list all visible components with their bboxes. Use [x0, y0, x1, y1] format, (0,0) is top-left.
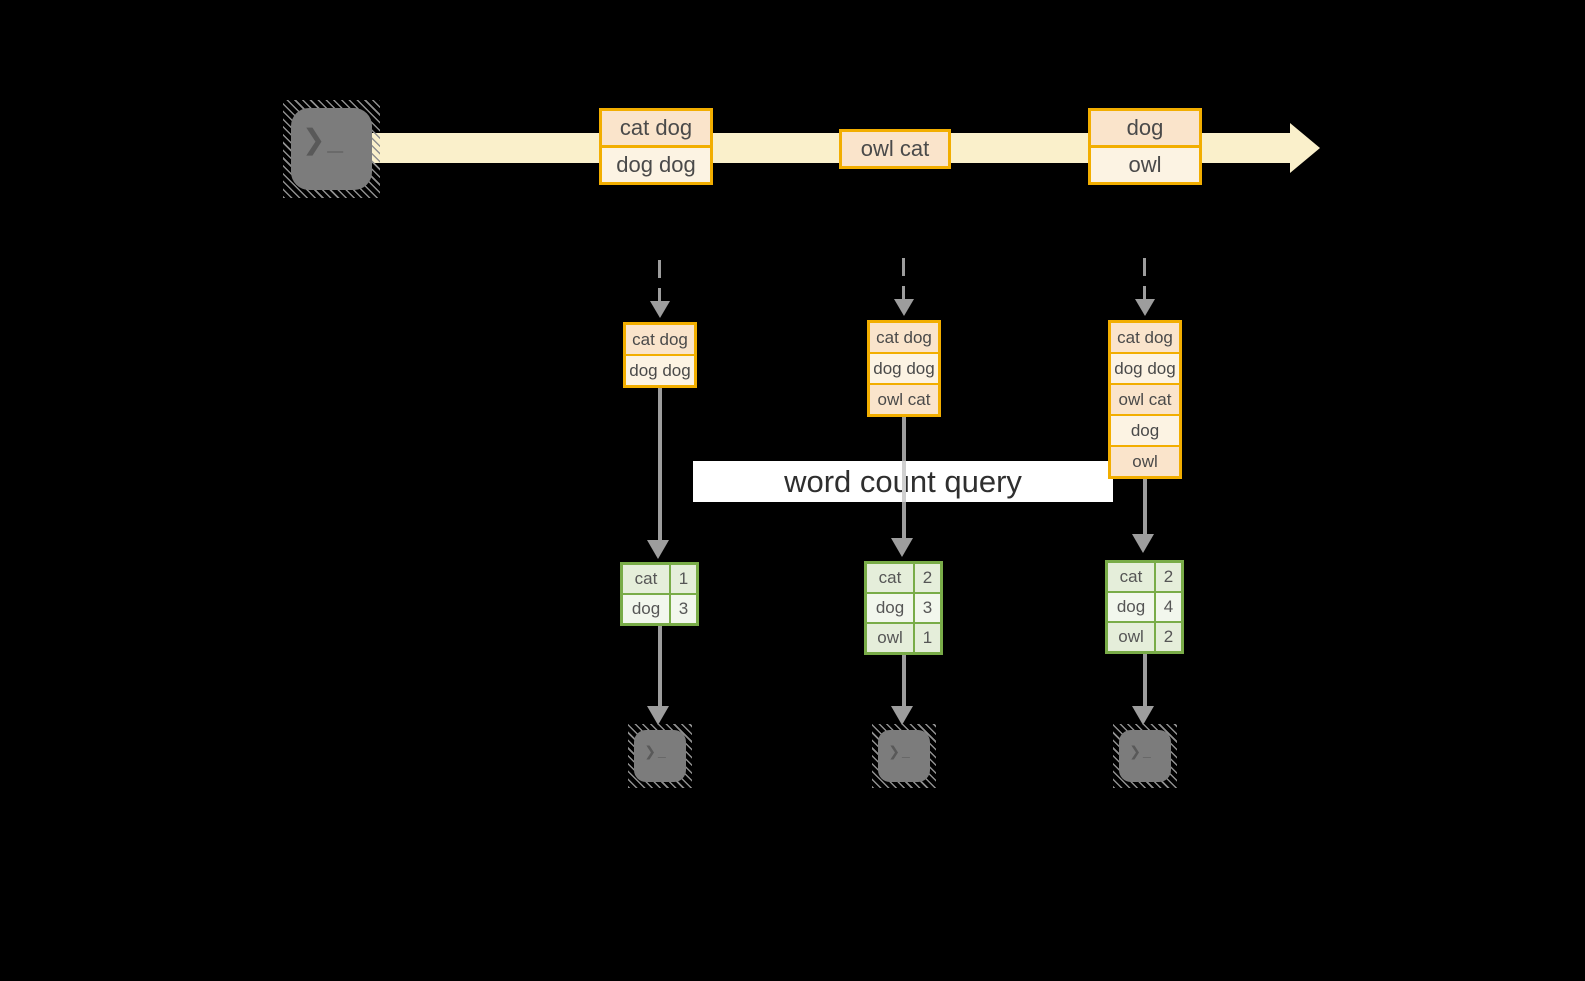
process-arrow: [658, 388, 662, 540]
consumer-terminal-icon: ❯_: [872, 724, 936, 788]
terminal-prompt-glyph: ❯_: [644, 742, 668, 759]
stream-record: cat dog: [602, 111, 710, 145]
stream-record: dog: [1091, 111, 1199, 145]
count-cell: 2: [915, 564, 940, 592]
count-cell: 2: [1156, 563, 1181, 591]
stream-record-batch: owl cat: [839, 129, 951, 169]
buffer-record: dog dog: [1111, 352, 1179, 383]
word-cell: cat: [1108, 563, 1156, 591]
count-cell: 3: [915, 594, 940, 622]
output-arrow: [658, 626, 662, 706]
terminal-prompt-glyph: ❯_: [888, 742, 912, 759]
word-cell: owl: [867, 624, 915, 652]
buffer-record: owl cat: [1111, 383, 1179, 414]
terminal-face: ❯_: [634, 730, 686, 782]
record-buffer: cat dog dog dog: [623, 322, 697, 388]
word-cell: dog: [623, 595, 671, 623]
buffer-record: dog: [1111, 414, 1179, 445]
count-row: dog 3: [867, 592, 940, 622]
consumer-terminal-icon: ❯_: [1113, 724, 1177, 788]
count-cell: 2: [1156, 623, 1181, 651]
dispatch-arrowhead-icon: [650, 301, 670, 318]
count-row: dog 4: [1108, 591, 1181, 621]
process-arrow: [1143, 479, 1147, 534]
buffer-record: cat dog: [626, 325, 694, 354]
record-buffer: cat dog dog dog owl cat: [867, 320, 941, 417]
count-row: owl 1: [867, 622, 940, 652]
buffer-record: dog dog: [626, 354, 694, 385]
terminal-face: ❯_: [291, 108, 372, 190]
record-buffer: cat dog dog dog owl cat dog owl: [1108, 320, 1182, 479]
terminal-prompt-glyph: ❯_: [301, 123, 346, 155]
buffer-record: dog dog: [870, 352, 938, 383]
stream-record: owl: [1091, 145, 1199, 182]
output-arrowhead-icon: [647, 706, 669, 725]
dispatch-arrow: [902, 258, 905, 300]
producer-terminal-icon: ❯_: [283, 100, 380, 198]
word-cell: cat: [623, 565, 671, 593]
dispatch-arrowhead-icon: [1135, 299, 1155, 316]
count-row: cat 1: [623, 565, 696, 593]
dispatch-arrow: [658, 260, 661, 302]
query-label-crossing-line: [902, 461, 906, 502]
count-cell: 1: [915, 624, 940, 652]
dispatch-arrow: [1143, 258, 1146, 300]
buffer-record: cat dog: [1111, 323, 1179, 352]
count-row: cat 2: [1108, 563, 1181, 591]
output-arrow: [902, 655, 906, 706]
stream-record: owl cat: [842, 132, 948, 166]
dispatch-arrowhead-icon: [894, 299, 914, 316]
word-cell: dog: [1108, 593, 1156, 621]
stream-record-batch: cat dog dog dog: [599, 108, 713, 185]
buffer-record: cat dog: [870, 323, 938, 352]
output-arrowhead-icon: [1132, 706, 1154, 725]
count-cell: 4: [1156, 593, 1181, 621]
count-cell: 1: [671, 565, 696, 593]
count-row: dog 3: [623, 593, 696, 623]
event-stream-arrowhead-icon: [1290, 123, 1320, 173]
word-cell: dog: [867, 594, 915, 622]
word-count-table: cat 2 dog 4 owl 2: [1105, 560, 1184, 654]
stream-record-batch: dog owl: [1088, 108, 1202, 185]
word-cell: owl: [1108, 623, 1156, 651]
terminal-prompt-glyph: ❯_: [1129, 742, 1153, 759]
terminal-face: ❯_: [1119, 730, 1171, 782]
process-arrowhead-icon: [1132, 534, 1154, 553]
buffer-record: owl cat: [870, 383, 938, 414]
buffer-record: owl: [1111, 445, 1179, 476]
word-count-table: cat 2 dog 3 owl 1: [864, 561, 943, 655]
consumer-terminal-icon: ❯_: [628, 724, 692, 788]
terminal-face: ❯_: [878, 730, 930, 782]
count-row: cat 2: [867, 564, 940, 592]
output-arrow: [1143, 654, 1147, 706]
stream-record: dog dog: [602, 145, 710, 182]
process-arrowhead-icon: [647, 540, 669, 559]
count-cell: 3: [671, 595, 696, 623]
word-cell: cat: [867, 564, 915, 592]
word-count-table: cat 1 dog 3: [620, 562, 699, 626]
count-row: owl 2: [1108, 621, 1181, 651]
output-arrowhead-icon: [891, 706, 913, 725]
process-arrowhead-icon: [891, 538, 913, 557]
